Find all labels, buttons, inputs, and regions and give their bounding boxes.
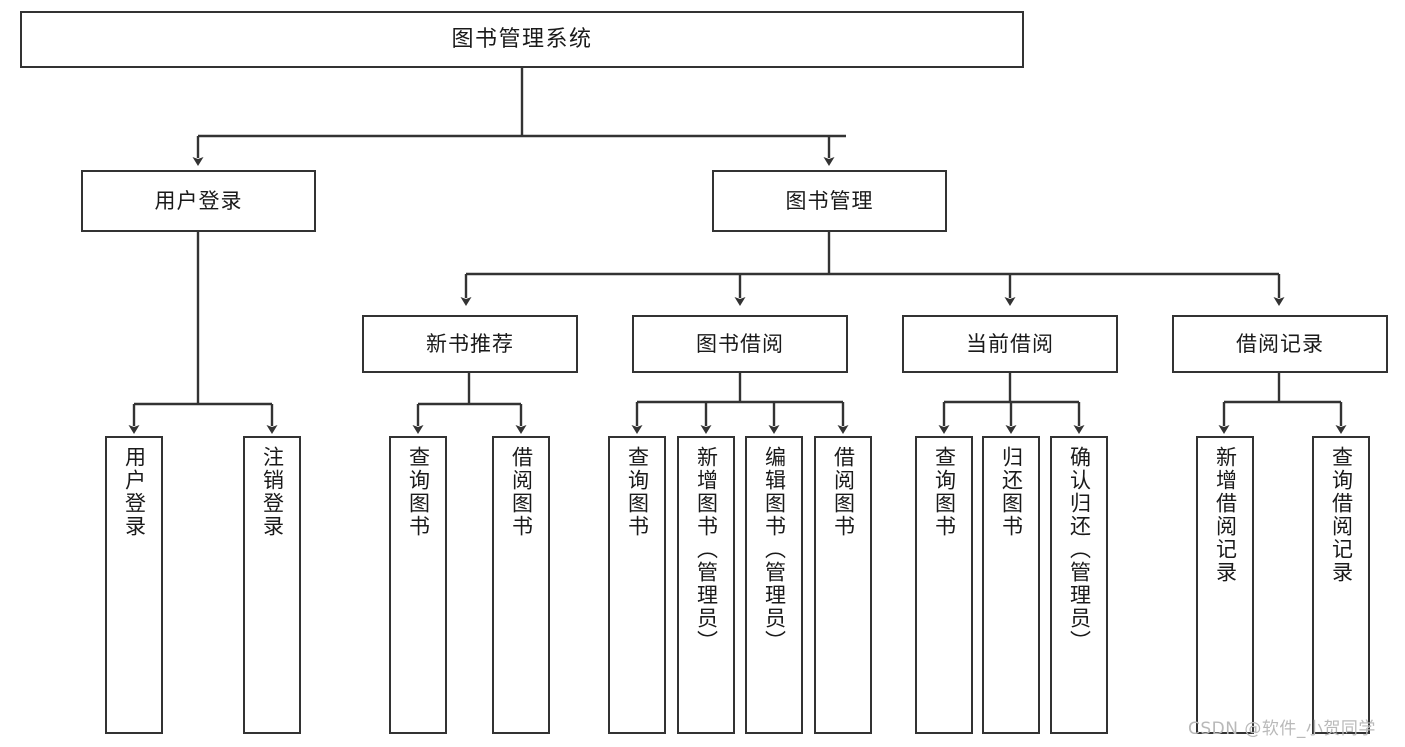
- node-borrow-record[interactable]: 借阅记录: [1172, 315, 1388, 373]
- node-leaf-return-book[interactable]: 归还图书: [982, 436, 1040, 734]
- node-label: 新增图书（管理员）: [694, 446, 719, 653]
- node-current-borrow[interactable]: 当前借阅: [902, 315, 1118, 373]
- node-leaf-add-record[interactable]: 新增借阅记录: [1196, 436, 1254, 734]
- node-label: 借阅图书: [831, 446, 856, 538]
- node-book-manage[interactable]: 图书管理: [712, 170, 947, 232]
- node-label: 图书借阅: [696, 331, 784, 356]
- node-label: 确认归还（管理员）: [1067, 446, 1092, 653]
- node-label: 新增借阅记录: [1213, 446, 1238, 584]
- node-label: 图书管理: [785, 188, 874, 213]
- node-label: 编辑图书（管理员）: [762, 446, 787, 653]
- node-leaf-borrow-book-1[interactable]: 借阅图书: [492, 436, 550, 734]
- node-label: 新书推荐: [426, 331, 514, 356]
- node-new-book-recommend[interactable]: 新书推荐: [362, 315, 578, 373]
- node-leaf-query-record[interactable]: 查询借阅记录: [1312, 436, 1370, 734]
- node-leaf-confirm-return[interactable]: 确认归还（管理员）: [1050, 436, 1108, 734]
- node-leaf-borrow-book-2[interactable]: 借阅图书: [814, 436, 872, 734]
- node-book-borrow[interactable]: 图书借阅: [632, 315, 848, 373]
- node-leaf-add-book[interactable]: 新增图书（管理员）: [677, 436, 735, 734]
- node-root-system[interactable]: 图书管理系统: [20, 11, 1024, 68]
- node-label: 图书管理系统: [451, 26, 593, 52]
- watermark-text: CSDN @软件_小贺同学: [1188, 719, 1376, 739]
- node-label: 查询图书: [932, 446, 957, 538]
- node-label: 借阅图书: [509, 446, 534, 538]
- node-label: 当前借阅: [966, 331, 1054, 356]
- node-label: 归还图书: [999, 446, 1024, 538]
- node-label: 用户登录: [154, 188, 243, 213]
- node-leaf-query-book-3[interactable]: 查询图书: [915, 436, 973, 734]
- node-leaf-user-login[interactable]: 用户登录: [105, 436, 163, 734]
- node-label: 查询借阅记录: [1329, 446, 1354, 584]
- node-user-login[interactable]: 用户登录: [81, 170, 316, 232]
- node-label: 注销登录: [260, 446, 285, 538]
- node-leaf-query-book-1[interactable]: 查询图书: [389, 436, 447, 734]
- node-leaf-edit-book[interactable]: 编辑图书（管理员）: [745, 436, 803, 734]
- node-label: 查询图书: [625, 446, 650, 538]
- node-label: 借阅记录: [1236, 331, 1324, 356]
- node-label: 用户登录: [122, 446, 147, 538]
- node-leaf-logout-login[interactable]: 注销登录: [243, 436, 301, 734]
- node-leaf-query-book-2[interactable]: 查询图书: [608, 436, 666, 734]
- node-label: 查询图书: [406, 446, 431, 538]
